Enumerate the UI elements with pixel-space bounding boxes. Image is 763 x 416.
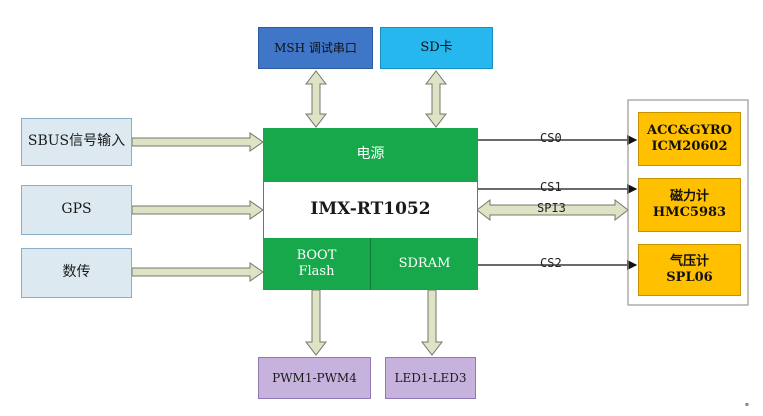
boot-label: BOOT (296, 247, 337, 263)
mag-part-label: HMC5983 (652, 205, 727, 220)
led-output-block: LED1-LED3 (385, 357, 476, 399)
imu-type-label: ACC&GYRO (646, 122, 733, 138)
msh-debug-uart-block: MSH 调试串口 (258, 27, 373, 69)
pwm-arrow (304, 289, 328, 356)
led-arrow (420, 289, 444, 356)
mcu-name-label: IMX-RT1052 (263, 182, 478, 238)
flash-label: Flash (298, 264, 335, 279)
baro-type-label: 气压计 (669, 253, 709, 269)
sbus-input-block: SBUS信号输入 (21, 118, 132, 166)
imu-part-label: ICM20602 (651, 139, 728, 154)
sd-card-arrow (424, 70, 448, 128)
sd-card-block: SD卡 (380, 27, 493, 69)
gps-arrow (131, 200, 264, 220)
spi3-label: SPI3 (537, 201, 566, 215)
imu-sensor-block: ACC&GYRO ICM20602 (638, 112, 741, 166)
mcu-sdram-section: SDRAM (371, 238, 478, 290)
magnetometer-block: 磁力计 HMC5983 (638, 178, 741, 232)
telemetry-arrow (131, 262, 264, 282)
cs2-label: CS2 (540, 256, 562, 270)
mcu-boot-flash-section: BOOT Flash (263, 238, 371, 290)
mcu-power-section: 电源 (263, 128, 478, 182)
sbus-arrow (131, 132, 264, 152)
pwm-output-block: PWM1-PWM4 (258, 357, 371, 399)
msh-uart-arrow (304, 70, 328, 128)
mag-type-label: 磁力计 (669, 188, 709, 204)
telemetry-block: 数传 (21, 248, 132, 298)
cs1-label: CS1 (540, 180, 562, 194)
cs0-label: CS0 (540, 131, 562, 145)
barometer-block: 气压计 SPL06 (638, 244, 741, 296)
gps-block: GPS (21, 185, 132, 235)
sensor-group-frame (627, 99, 749, 306)
baro-part-label: SPL06 (666, 270, 713, 285)
corner-mark: ▪ (744, 401, 749, 408)
